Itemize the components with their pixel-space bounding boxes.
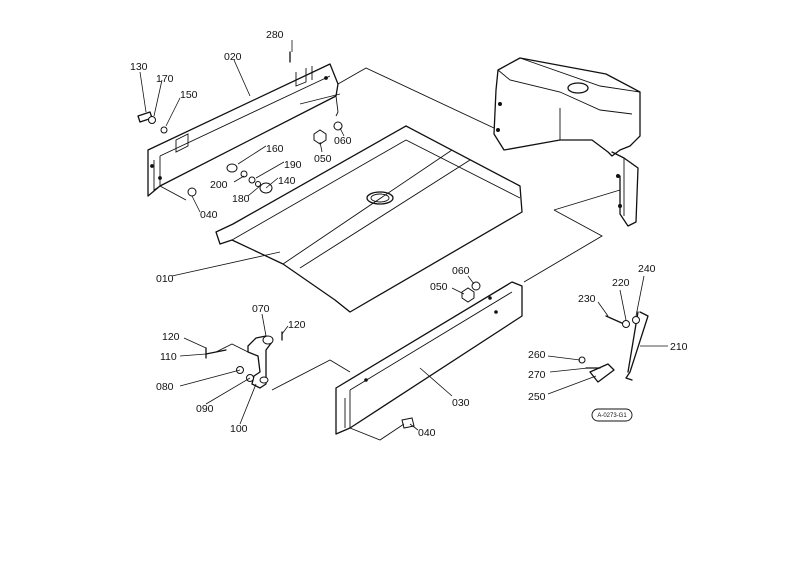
label-110: 110 xyxy=(160,351,177,363)
leader-lines xyxy=(139,40,668,431)
label-100: 100 xyxy=(230,423,248,435)
cover-plate-010 xyxy=(215,125,523,313)
label-050-lower: 050 xyxy=(430,281,448,293)
label-240: 240 xyxy=(638,263,656,275)
label-040-upper: 040 xyxy=(200,209,218,221)
label-270: 270 xyxy=(528,369,546,381)
label-220: 220 xyxy=(612,277,630,289)
label-050-upper: 050 xyxy=(314,153,332,165)
label-040-lower: 040 xyxy=(418,427,436,439)
label-010: 010 xyxy=(156,273,174,285)
label-060-upper: 060 xyxy=(334,135,352,147)
reference-badge: A-0273-G1 xyxy=(591,408,633,422)
label-020: 020 xyxy=(224,51,242,63)
rear-plate-030 xyxy=(335,281,523,435)
label-130: 130 xyxy=(130,61,148,73)
label-280: 280 xyxy=(266,29,284,41)
assembly-lines xyxy=(159,67,621,441)
label-260: 260 xyxy=(528,349,546,361)
hardware xyxy=(137,51,640,429)
label-200: 200 xyxy=(210,179,228,191)
tractor-frame xyxy=(493,57,641,227)
reference-code: A-0273-G1 xyxy=(597,413,627,419)
label-230: 230 xyxy=(578,293,596,305)
label-160: 160 xyxy=(266,143,284,155)
label-140: 140 xyxy=(278,175,296,187)
clip-250 xyxy=(589,363,615,383)
label-080: 080 xyxy=(156,381,174,393)
label-180: 180 xyxy=(232,193,250,205)
label-060-lower: 060 xyxy=(452,265,470,277)
label-030: 030 xyxy=(452,397,470,409)
front-bracket-020 xyxy=(147,63,341,197)
label-210: 210 xyxy=(670,341,688,353)
part-labels: 010 020 030 040 040 050 050 060 060 070 … xyxy=(130,29,688,439)
label-250: 250 xyxy=(528,391,546,403)
label-120-left: 120 xyxy=(162,331,180,343)
label-070: 070 xyxy=(252,303,270,315)
label-120-right: 120 xyxy=(288,319,306,331)
label-170: 170 xyxy=(156,73,174,85)
label-150: 150 xyxy=(180,89,198,101)
label-090: 090 xyxy=(196,403,214,415)
label-190: 190 xyxy=(284,159,302,171)
